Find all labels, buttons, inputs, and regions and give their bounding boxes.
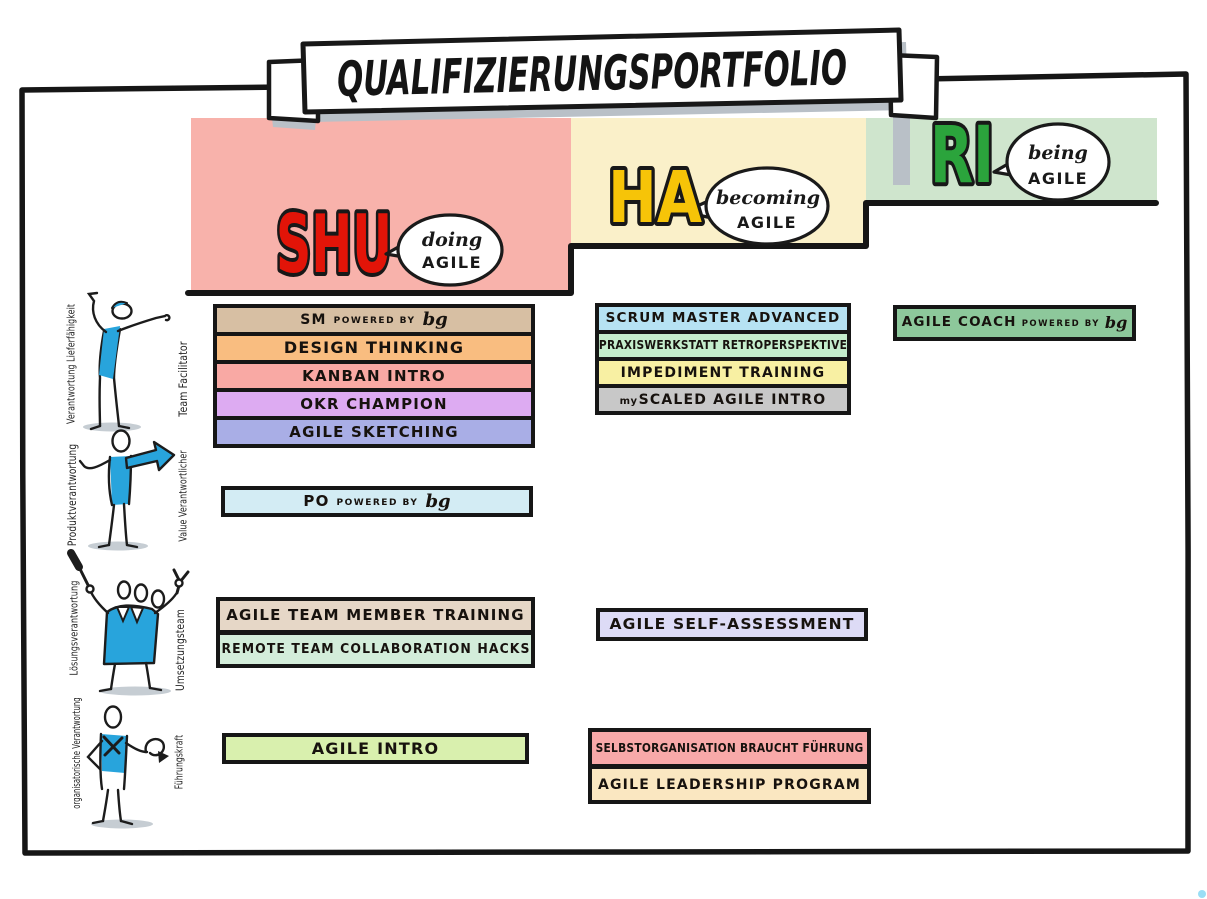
course-label: AGILE COACH [901, 314, 1017, 331]
role-label-loesungsverantwortung: Lösungsverantwortung [67, 580, 81, 676]
bg-logo: bg [422, 309, 448, 330]
course-box-myscaled-agile-intro: my SCALED AGILE INTRO [595, 384, 851, 415]
role-label-produktverantwortung: Produktverantwortung [65, 443, 79, 547]
course-label: AGILE TEAM MEMBER TRAINING [226, 606, 525, 624]
course-box-agile-sketching: AGILE SKETCHING [213, 416, 535, 448]
bg-logo: bg [1104, 313, 1128, 332]
course-label: AGILE LEADERSHIP PROGRAM [597, 776, 862, 793]
course-box-praxiswerkstatt-retroperspektive: PRAXISWERKSTATT RETROPERSPEKTIVE [595, 330, 851, 361]
role-label-value-verantwortlicher: Value Verantwortlicher [176, 450, 190, 542]
ha-bubble-agile: AGILE [736, 213, 798, 232]
course-label: KANBAN INTRO [302, 366, 446, 385]
role-label-fuehrungskraft: Führungskraft [172, 734, 186, 790]
ri-bubble-word: being [1028, 142, 1088, 164]
course-box-design-thinking: DESIGN THINKING [213, 332, 535, 364]
course-label: SELBSTORGANISATION BRAUCHT FÜHRUNG [595, 739, 864, 755]
course-label: PRAXISWERKSTATT RETROPERSPEKTIVE [598, 337, 848, 353]
course-label: AGILE SKETCHING [289, 422, 459, 441]
role-label-verantwortung-lieferfaehigkeit: Verantwortung Lieferfähigkeit [64, 303, 78, 425]
role-label-team-facilitator: Team Facilitator [176, 341, 190, 417]
figure-value-owner [78, 429, 176, 551]
course-label: DESIGN THINKING [283, 338, 465, 357]
ri-letters: RI [930, 111, 994, 201]
ha-letters: HA [608, 156, 702, 239]
banner-band [300, 27, 904, 115]
shu-letters: SHU [276, 198, 392, 291]
figure-delivery-team [67, 549, 190, 696]
banner-title: QUALIFIZIERUNGSPORTFOLIO [336, 40, 847, 108]
ha-bubble-word: becoming [715, 187, 821, 209]
ri-speech-bubble [992, 122, 1111, 202]
my-prefix: my [619, 396, 638, 407]
course-label: PO [303, 492, 330, 510]
bg-logo: bg [425, 490, 451, 512]
course-box-agile-self-assessment: AGILE SELF-ASSESSMENT [596, 608, 868, 641]
ri-bubble-agile: AGILE [1027, 169, 1089, 188]
shu-bubble-word: doing [421, 229, 483, 251]
course-label: AGILE SELF-ASSESSMENT [609, 614, 855, 633]
course-box-selbstorganisation-braucht-fuehrung: SELBSTORGANISATION BRAUCHT FÜHRUNG [588, 728, 871, 768]
powered-by-label: POWERED BY [333, 316, 416, 326]
course-box-impediment-training: IMPEDIMENT TRAINING [595, 357, 851, 388]
shu-speech-bubble [384, 213, 504, 287]
course-label: SCRUM MASTER ADVANCED [605, 309, 841, 326]
course-label: SCALED AGILE INTRO [638, 391, 827, 408]
course-box-agile-leadership-program: AGILE LEADERSHIP PROGRAM [588, 765, 871, 804]
blue-speck [1198, 890, 1206, 898]
figure-team-facilitator [83, 291, 171, 432]
column-step-line [185, 200, 1159, 296]
course-box-agile-team-member-training: AGILE TEAM MEMBER TRAINING [216, 597, 535, 634]
powered-by-label: POWERED BY [1021, 319, 1100, 330]
course-box-remote-team-collaboration-hacks: REMOTE TEAM COLLABORATION HACKS [216, 631, 535, 668]
course-box-agile-coach-powered-by-bg: AGILE COACH POWERED BY bg [893, 305, 1136, 341]
figure-leader [86, 705, 169, 829]
shu-bubble-agile: AGILE [421, 253, 483, 272]
powered-by-label: POWERED BY [336, 497, 419, 508]
course-label: REMOTE TEAM COLLABORATION HACKS [220, 640, 531, 657]
course-label: AGILE INTRO [311, 738, 440, 758]
course-label: IMPEDIMENT TRAINING [620, 364, 826, 381]
role-label-umsetzungsteam: Umsetzungsteam [173, 609, 187, 691]
course-box-agile-intro: AGILE INTRO [222, 733, 529, 764]
shu-column-background [191, 118, 571, 293]
ha-speech-bubble [682, 166, 830, 246]
role-label-organisatorische-verantwortung: organisatorische Verantwortung [71, 697, 83, 809]
course-box-po-powered-by-bg: PO POWERED BY bg [221, 486, 533, 517]
course-label: SM [300, 312, 327, 328]
course-label: OKR CHAMPION [300, 394, 448, 413]
